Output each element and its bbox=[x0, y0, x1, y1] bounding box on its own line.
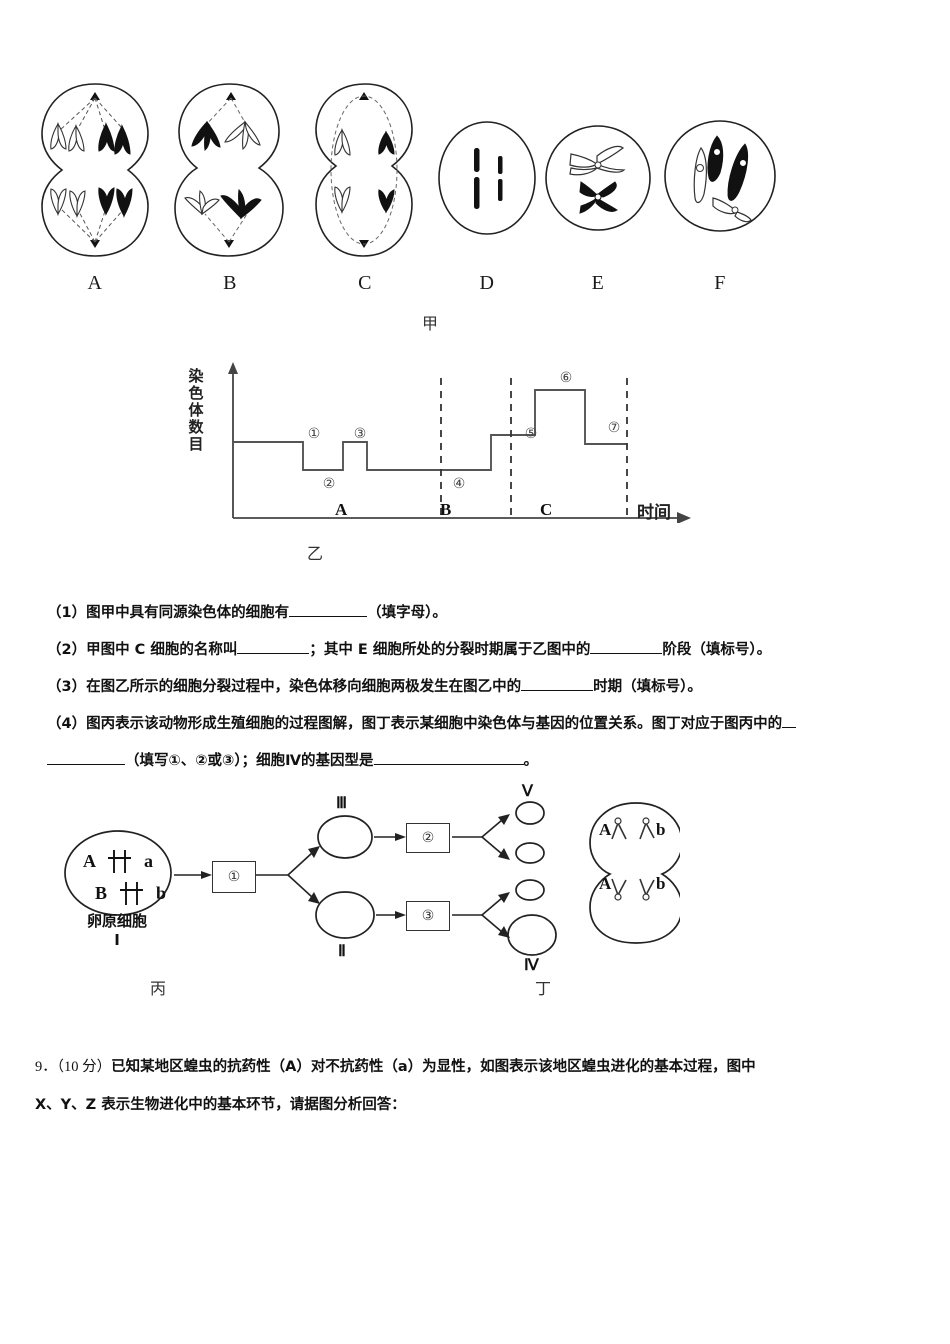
chart-plot-svg bbox=[228, 362, 691, 523]
chart-phase-a: A bbox=[335, 500, 348, 519]
cell-diagram-e: E bbox=[523, 78, 673, 295]
cell-diagram-a: A bbox=[20, 78, 170, 295]
bing-roman-ii: Ⅱ bbox=[338, 943, 346, 960]
oogonium-name: 卵原细胞 bbox=[86, 912, 147, 930]
q1-text-pre: （1）图甲中具有同源染色体的细胞有 bbox=[47, 605, 290, 621]
cell-a-svg bbox=[41, 83, 149, 257]
q4-text-mid: （填写①、②或③）；细胞Ⅳ的基因型是 bbox=[125, 753, 374, 769]
svg-text:A: A bbox=[599, 820, 612, 839]
bing-box-1: ① bbox=[212, 861, 256, 893]
question-3: （3）在图乙所示的细胞分裂过程中，染色体移向细胞两极发生在图乙中的 时期（填标号）… bbox=[47, 672, 907, 703]
cell-label-a: A bbox=[87, 272, 103, 294]
oogonium-roman: I bbox=[114, 931, 120, 949]
cell-c-svg bbox=[315, 83, 413, 257]
chart-segment-6: ⑥ bbox=[559, 370, 573, 386]
q4-blank-2[interactable] bbox=[373, 750, 524, 765]
question-9-line-2: X、Y、Z 表示生物进化中的基本环节，请据图分析回答： bbox=[35, 1086, 915, 1124]
q9-score: （10 分） bbox=[56, 1059, 112, 1075]
question-4: （4）图丙表示该动物形成生殖细胞的过程图解，图丁表示某细胞中染色体与基因的位置关… bbox=[47, 709, 907, 777]
bing-roman-iv: Ⅳ bbox=[524, 957, 539, 974]
jia-caption-text: 甲 bbox=[421, 314, 438, 333]
chart-segment-7: ⑦ bbox=[607, 420, 621, 436]
chart-phase-c: C bbox=[540, 500, 553, 519]
svg-text:a: a bbox=[144, 851, 153, 871]
cell-label-f: F bbox=[714, 272, 726, 294]
cell-label-e: E bbox=[591, 272, 605, 294]
q3-text-post: 时期（填标号）。 bbox=[593, 679, 702, 695]
chart-segment-4: ④ bbox=[452, 476, 466, 492]
cell-label-d: D bbox=[479, 272, 495, 294]
figure-ding-caption: 丁 bbox=[535, 979, 552, 998]
q4-blank-1b[interactable] bbox=[47, 750, 125, 765]
chart-segment-2: ② bbox=[322, 476, 336, 492]
question-4-continuation: （填写①、②或③）；细胞Ⅳ的基因型是 。 bbox=[47, 746, 907, 777]
cell-diagram-f: F bbox=[645, 78, 795, 295]
chart-segment-1: ① bbox=[307, 426, 321, 442]
chart-phase-b: B bbox=[440, 500, 452, 519]
question-9-line-1: 9．（10 分）已知某地区蝗虫的抗药性（A）对不抗药性（a）为显性，如图表示该地… bbox=[35, 1048, 915, 1086]
oogonium-label: 卵原细胞 I bbox=[52, 912, 182, 950]
cell-f-svg bbox=[664, 120, 776, 232]
q2-text-pre: （2）甲图中 C 细胞的名称叫 bbox=[47, 642, 238, 658]
cell-label-b: B bbox=[223, 272, 237, 294]
q1-text-post: （填字母）。 bbox=[367, 605, 447, 621]
q4-blank-1a[interactable] bbox=[782, 713, 797, 728]
cell-diagram-d: D bbox=[412, 78, 562, 295]
question-2: （2）甲图中 C 细胞的名称叫 ；其中 E 细胞所处的分裂时期属于乙图中的 阶段（填… bbox=[47, 635, 907, 666]
q3-text-pre: （3）在图乙所示的细胞分裂过程中，染色体移向细胞两极发生在图乙中的 bbox=[47, 679, 522, 695]
figure-yi-chart: 染色体数目 ① ② ③ ④ ⑤ ⑥ ⑦ A B C 时间 bbox=[185, 358, 725, 533]
figure-bing-caption: 丙 bbox=[150, 979, 167, 998]
cell-b-svg bbox=[174, 83, 284, 257]
svg-text:B: B bbox=[95, 883, 107, 903]
cell-diagram-b: B bbox=[155, 78, 305, 295]
bing-box-3: ③ bbox=[406, 901, 450, 931]
question-9: 9．（10 分）已知某地区蝗虫的抗药性（A）对不抗药性（a）为显性，如图表示该地… bbox=[35, 1048, 915, 1124]
svg-text:b: b bbox=[156, 883, 166, 903]
q2-text-mid: ；其中 E 细胞所处的分裂时期属于乙图中的 bbox=[309, 642, 591, 658]
figure-jia: A bbox=[0, 78, 950, 343]
q3-blank[interactable] bbox=[521, 676, 594, 691]
svg-text:A: A bbox=[599, 874, 612, 893]
q4-text-post: 。 bbox=[523, 753, 539, 769]
cell-label-c: C bbox=[358, 272, 372, 294]
q2-blank-2[interactable] bbox=[590, 639, 663, 654]
bing-box-2: ② bbox=[406, 823, 450, 853]
cell-d-svg bbox=[438, 121, 536, 235]
q2-blank-1[interactable] bbox=[237, 639, 310, 654]
figure-bing-ding: A a B b bbox=[40, 783, 683, 995]
q2-text-post: 阶段（填标号）。 bbox=[662, 642, 772, 658]
bing-roman-iii: Ⅲ bbox=[336, 795, 348, 812]
q9-text-2: X、Y、Z 表示生物进化中的基本环节，请据图分析回答： bbox=[35, 1097, 406, 1113]
figure-yi-caption: 乙 bbox=[306, 544, 323, 563]
figure-jia-caption: 甲 bbox=[0, 310, 950, 334]
chart-segment-5: ⑤ bbox=[524, 426, 538, 442]
q4-text-pre: （4）图丙表示该动物形成生殖细胞的过程图解，图丁表示某细胞中染色体与基因的位置关… bbox=[47, 716, 783, 732]
chart-segment-3: ③ bbox=[353, 426, 367, 442]
bing-roman-v: Ⅴ bbox=[522, 783, 533, 800]
cell-diagram-c: C bbox=[290, 78, 440, 295]
question-1: （1）图甲中具有同源染色体的细胞有 （填字母）。 bbox=[47, 598, 907, 629]
question-list: （1）图甲中具有同源染色体的细胞有 （填字母）。 （2）甲图中 C 细胞的名称叫 ；… bbox=[47, 598, 907, 783]
q1-blank[interactable] bbox=[289, 602, 368, 617]
bing-ding-svg: A a B b bbox=[64, 801, 683, 956]
chart-y-axis-label: 染色体数目 bbox=[188, 367, 204, 453]
svg-text:b: b bbox=[656, 820, 665, 839]
svg-text:A: A bbox=[83, 851, 96, 871]
cell-e-svg bbox=[545, 125, 651, 231]
svg-text:b: b bbox=[656, 874, 665, 893]
chart-x-axis-label: 时间 bbox=[637, 503, 671, 523]
q9-text-1: 已知某地区蝗虫的抗药性（A）对不抗药性（a）为显性，如图表示该地区蝗虫进化的基本… bbox=[111, 1059, 756, 1075]
q9-number: 9． bbox=[35, 1059, 57, 1075]
